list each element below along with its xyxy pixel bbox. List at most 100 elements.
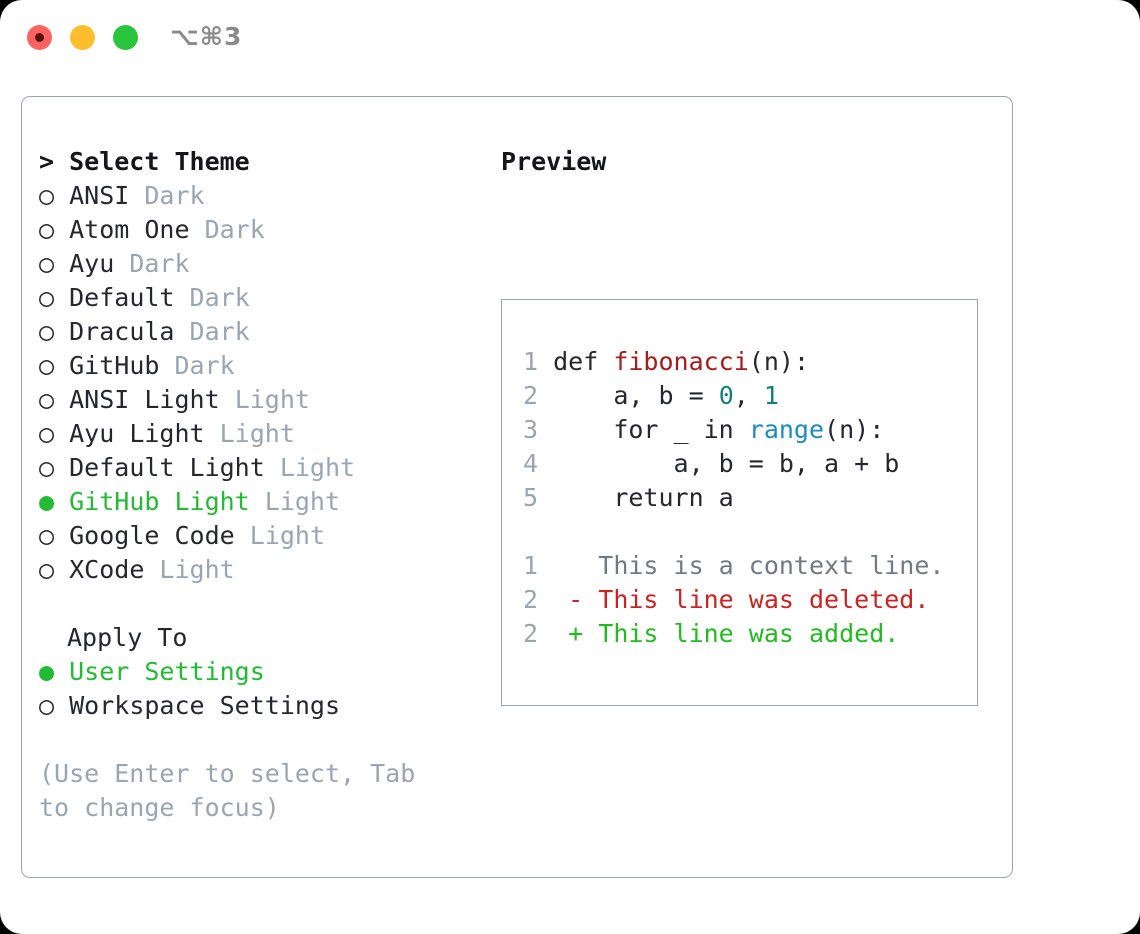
- theme-list: ○ ANSI Dark○ Atom One Dark○ Ayu Dark○ De…: [39, 179, 479, 587]
- theme-list-item[interactable]: ○ XCode Light: [39, 553, 479, 587]
- radio-unselected-icon: ○: [39, 283, 70, 312]
- main-panel: > Select Theme ○ ANSI Dark○ Atom One Dar…: [21, 96, 1013, 878]
- code-diff-spacer: [523, 515, 963, 549]
- radio-unselected-icon: ○: [39, 555, 70, 584]
- theme-list-item[interactable]: ○ Ayu Dark: [39, 247, 479, 281]
- minimize-button-icon[interactable]: [70, 25, 95, 50]
- theme-list-item[interactable]: ○ Dracula Dark: [39, 315, 479, 349]
- theme-list-item[interactable]: ● GitHub Light Light: [39, 485, 479, 519]
- diff-line-number: 2: [523, 585, 554, 614]
- code-token-plain: return a: [553, 483, 734, 512]
- code-token-num: 1: [763, 381, 779, 410]
- code-line-number: 3: [523, 415, 554, 444]
- theme-name: GitHub: [69, 351, 175, 380]
- diff-marker: [553, 551, 598, 580]
- title-bar: ⌥⌘3: [0, 0, 1140, 78]
- code-token-num: 0: [718, 381, 734, 410]
- theme-list-item[interactable]: ○ ANSI Dark: [39, 179, 479, 213]
- code-token-plain: (n):: [748, 347, 810, 376]
- code-line: 5 return a: [523, 481, 963, 515]
- code-token-plain: a, b = b, a + b: [553, 449, 900, 478]
- diff-text: This is a context line.: [598, 551, 945, 580]
- theme-variant-badge: Dark: [189, 317, 250, 346]
- hint-spacer: [39, 723, 479, 757]
- theme-picker-column: > Select Theme ○ ANSI Dark○ Atom One Dar…: [39, 145, 479, 825]
- apply-to-item[interactable]: ● User Settings: [39, 655, 479, 689]
- preview-title: Preview: [501, 147, 607, 176]
- theme-name: Google Code: [69, 521, 250, 550]
- theme-name: Atom One: [69, 215, 205, 244]
- radio-unselected-icon: ○: [39, 249, 70, 278]
- theme-list-item[interactable]: ○ GitHub Dark: [39, 349, 479, 383]
- theme-name: Ayu: [69, 249, 130, 278]
- apply-to-list: ● User Settings○ Workspace Settings: [39, 655, 479, 723]
- zoom-button-icon[interactable]: [113, 25, 138, 50]
- theme-list-item[interactable]: ○ Ayu Light Light: [39, 417, 479, 451]
- code-line-number: 5: [523, 483, 554, 512]
- code-line: 3 for _ in range(n):: [523, 413, 963, 447]
- radio-unselected-icon: ○: [39, 453, 70, 482]
- diff-line-ctx: 1 This is a context line.: [523, 549, 963, 583]
- left-column-spacer: [39, 587, 479, 621]
- theme-name: Dracula: [69, 317, 190, 346]
- traffic-lights: [27, 25, 138, 50]
- diff-line-number: 2: [523, 619, 554, 648]
- keyboard-hint-text: (Use Enter to select, Tab to change focu…: [39, 759, 416, 822]
- theme-variant-badge: Light: [264, 487, 341, 516]
- theme-name: ANSI Light: [69, 385, 235, 414]
- diff-line-del: 2 - This line was deleted.: [523, 583, 963, 617]
- code-line: 1 def fibonacci(n):: [523, 345, 963, 379]
- code-token-builtin: range: [748, 415, 825, 444]
- diff-line-add: 2 + This line was added.: [523, 617, 963, 651]
- apply-to-label: User Settings: [69, 657, 265, 686]
- radio-unselected-icon: ○: [39, 215, 70, 244]
- theme-list-item[interactable]: ○ Default Light Light: [39, 451, 479, 485]
- code-line: 2 a, b = 0, 1: [523, 379, 963, 413]
- keyboard-shortcut-label: ⌥⌘3: [170, 22, 243, 51]
- theme-list-item[interactable]: ○ Atom One Dark: [39, 213, 479, 247]
- radio-unselected-icon: ○: [39, 521, 70, 550]
- apply-to-item[interactable]: ○ Workspace Settings: [39, 689, 479, 723]
- theme-variant-badge: Light: [159, 555, 235, 584]
- radio-unselected-icon: ○: [39, 385, 70, 414]
- code-line-number: 4: [523, 449, 554, 478]
- theme-variant-badge: Light: [234, 385, 310, 414]
- theme-name: Default Light: [69, 453, 280, 482]
- preview-column: Preview: [501, 145, 1001, 179]
- apply-to-header: Apply To: [67, 623, 188, 652]
- theme-name: XCode: [69, 555, 160, 584]
- radio-unselected-icon: ○: [39, 317, 70, 346]
- theme-list-item[interactable]: ○ Google Code Light: [39, 519, 479, 553]
- code-token-plain: for _ in: [553, 415, 749, 444]
- code-token-plain: def: [553, 347, 614, 376]
- theme-name: ANSI: [69, 181, 145, 210]
- diff-marker: -: [553, 585, 599, 614]
- theme-variant-badge: Dark: [144, 181, 205, 210]
- code-line-number: 1: [523, 347, 554, 376]
- theme-name: GitHub Light: [69, 487, 265, 516]
- radio-selected-icon: ●: [39, 487, 70, 516]
- theme-list-item[interactable]: ○ ANSI Light Light: [39, 383, 479, 417]
- select-theme-header: > Select Theme: [39, 147, 250, 176]
- code-line: 4 a, b = b, a + b: [523, 447, 963, 481]
- theme-list-item[interactable]: ○ Default Dark: [39, 281, 479, 315]
- code-token-plain: (n):: [824, 415, 885, 444]
- theme-variant-badge: Dark: [204, 215, 265, 244]
- code-token-plain: ,: [733, 381, 764, 410]
- diff-text: This line was added.: [598, 619, 900, 648]
- theme-variant-badge: Light: [279, 453, 356, 482]
- radio-unselected-icon: ○: [39, 691, 70, 720]
- diff-line-number: 1: [523, 551, 554, 580]
- theme-variant-badge: Light: [219, 419, 295, 448]
- diff-lines: 1 This is a context line.2 - This line w…: [523, 549, 963, 651]
- radio-selected-icon: ●: [39, 657, 70, 686]
- theme-name: Default: [69, 283, 190, 312]
- code-line-number: 2: [523, 381, 554, 410]
- close-button-icon[interactable]: [27, 25, 52, 50]
- radio-unselected-icon: ○: [39, 181, 70, 210]
- theme-variant-badge: Light: [249, 521, 325, 550]
